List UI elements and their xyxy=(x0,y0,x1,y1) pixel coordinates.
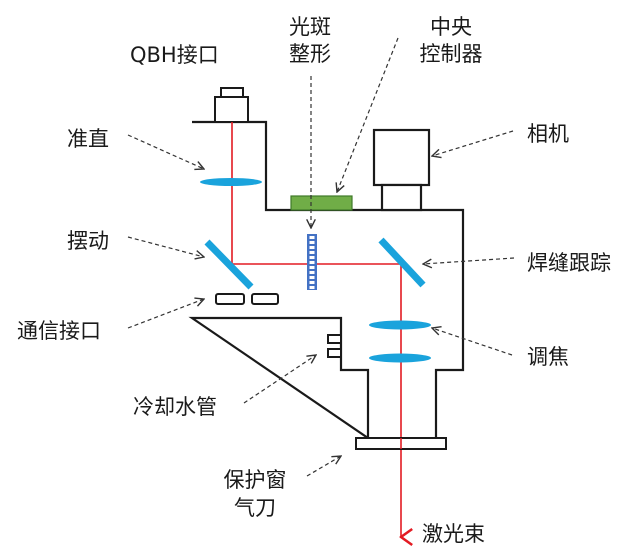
label-seam-tracking: 焊缝跟踪 xyxy=(527,251,611,275)
qbh-connector-top xyxy=(220,87,244,98)
shaper-cell xyxy=(309,271,315,274)
collimation-lens xyxy=(200,178,262,186)
leader-wobble xyxy=(127,236,204,257)
label-comm-port: 通信接口 xyxy=(17,319,101,343)
comm-port-2 xyxy=(251,293,279,305)
label-wobble: 摆动 xyxy=(67,229,109,253)
shaper-cell xyxy=(309,266,315,269)
shaper-cell xyxy=(309,276,315,279)
label-controller-line2: 控制器 xyxy=(420,42,483,66)
label-focusing: 调焦 xyxy=(527,345,569,369)
shaper-cell xyxy=(309,251,315,254)
shaper-cell xyxy=(309,241,315,244)
shaper-cell xyxy=(309,256,315,259)
label-shaper-line1: 光斑 xyxy=(289,15,331,39)
label-collimation: 准直 xyxy=(67,127,109,151)
shaper-cell xyxy=(309,281,315,284)
leader-collimation xyxy=(127,134,204,169)
central-controller xyxy=(290,195,353,211)
shaper-cell xyxy=(309,236,315,239)
camera-body xyxy=(372,128,431,187)
leader-comm-port xyxy=(127,299,204,329)
comm-port-1 xyxy=(215,293,245,305)
qbh-connector-base xyxy=(214,96,249,123)
shaper-cell xyxy=(309,286,315,289)
label-controller-line1: 中央 xyxy=(430,15,472,39)
leader-camera xyxy=(432,130,514,156)
camera-mount xyxy=(380,183,423,212)
beam-shaper xyxy=(307,234,317,290)
focus-lens-2 xyxy=(369,353,431,363)
leader-seam-tracking xyxy=(423,257,515,264)
label-protect-line1: 保护窗 xyxy=(224,468,287,492)
cooling-pipe-2 xyxy=(327,348,342,358)
shaper-cell xyxy=(309,261,315,264)
wobble-mirror xyxy=(204,239,254,290)
focus-lens-1 xyxy=(369,320,431,330)
leader-protective-window xyxy=(306,456,341,477)
label-protect-line2: 气刀 xyxy=(234,496,276,520)
label-shaper-line2: 整形 xyxy=(289,42,331,66)
cooling-pipe-1 xyxy=(327,334,342,344)
leader-cooling-pipe xyxy=(243,355,316,404)
leader-focusing xyxy=(432,328,513,356)
label-cooling-pipe: 冷却水管 xyxy=(133,395,217,419)
seam-tracking-mirror xyxy=(378,237,426,288)
shaper-cell xyxy=(309,246,315,249)
label-qbh: QBH接口 xyxy=(130,43,219,67)
label-camera: 相机 xyxy=(527,122,569,146)
label-laser-beam: 激光束 xyxy=(422,522,485,546)
